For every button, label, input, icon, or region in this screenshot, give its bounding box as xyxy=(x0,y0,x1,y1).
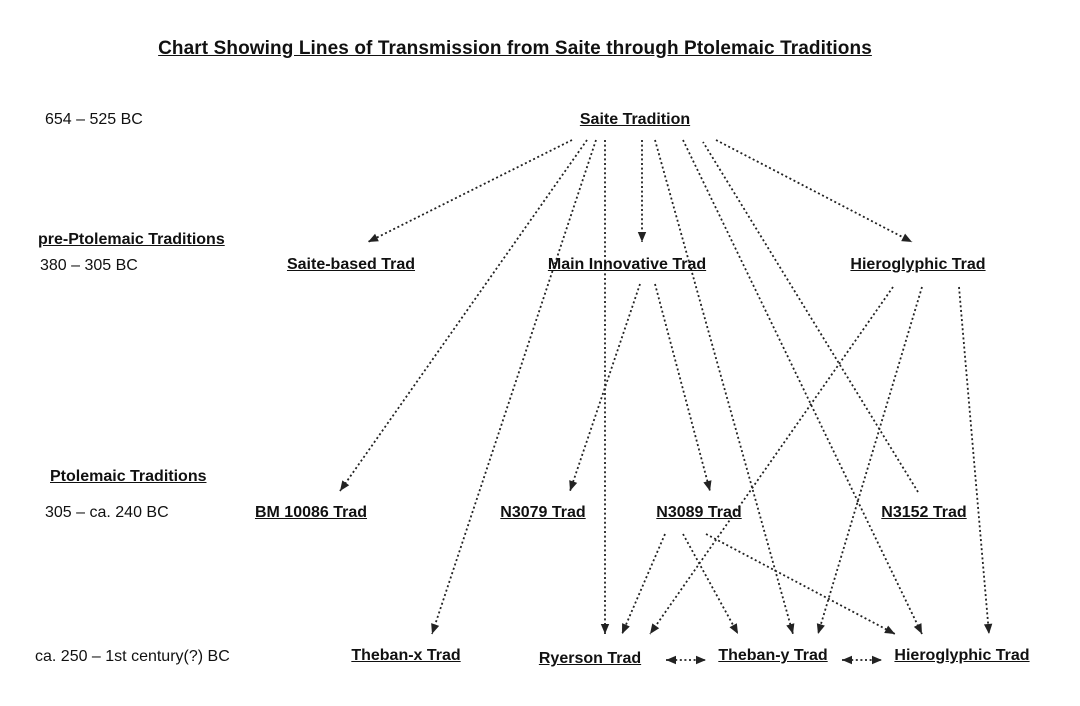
arrow-saite-to-hieroglyphic-late xyxy=(682,139,923,635)
node-ryerson-trad: Ryerson Trad xyxy=(538,650,642,667)
node-saite-tradition: Saite Tradition xyxy=(579,111,691,128)
node-bm10086-trad: BM 10086 Trad xyxy=(254,504,368,521)
arrow-saite-to-saite-based-head xyxy=(368,233,379,242)
arrow-ryerson-to-theban-y-tail-head xyxy=(666,655,676,665)
node-hieroglyphic-trad-pre: Hieroglyphic Trad xyxy=(850,256,986,273)
node-n3079-trad: N3079 Trad xyxy=(500,504,586,521)
arrow-n3152-to-saite xyxy=(702,141,919,493)
arrow-saite-to-theban-y xyxy=(654,139,794,635)
group-label-pre-ptolemaic: pre-Ptolemaic Traditions xyxy=(38,231,225,248)
arrow-n3089-to-hieroglyphic-late-head xyxy=(884,625,895,634)
node-main-innovative-trad: Main Innovative Trad xyxy=(547,256,707,273)
arrow-n3089-to-ryerson xyxy=(621,533,666,635)
arrow-hieroglyphic-pre-to-ryerson xyxy=(649,286,894,635)
arrow-hieroglyphic-pre-to-theban-y-head xyxy=(816,623,825,634)
period-pre-ptolemaic: 380 – 305 BC xyxy=(40,257,138,274)
arrow-saite-to-theban-y-head xyxy=(786,623,795,634)
arrow-theban-y-to-hieroglyphic-late-tail-head xyxy=(842,655,852,665)
arrow-saite-to-hieroglyphic-pre-head xyxy=(901,233,912,242)
arrow-n3089-to-theban-y xyxy=(682,533,739,635)
arrow-main-innovative-to-n3089-head xyxy=(703,480,712,491)
arrow-saite-to-theban-x-head xyxy=(431,623,440,634)
node-saite-based-trad: Saite-based Trad xyxy=(286,256,416,273)
arrow-main-innovative-to-n3079-head xyxy=(569,480,578,491)
period-late: ca. 250 – 1st century(?) BC xyxy=(35,648,230,665)
arrow-hieroglyphic-pre-to-hieroglyphic-late xyxy=(958,286,990,635)
arrow-n3089-to-theban-y-head xyxy=(729,623,738,634)
arrow-ryerson-to-theban-y-head xyxy=(696,655,706,665)
arrow-hieroglyphic-pre-to-theban-y xyxy=(817,286,923,635)
node-n3089-trad: N3089 Trad xyxy=(656,504,742,521)
arrow-main-innovative-to-n3089 xyxy=(654,283,711,492)
period-saite: 654 – 525 BC xyxy=(45,111,143,128)
group-label-ptolemaic: Ptolemaic Traditions xyxy=(50,468,207,485)
chart-title: Chart Showing Lines of Transmission from… xyxy=(158,38,872,59)
node-theban-y-trad: Theban-y Trad xyxy=(718,647,828,664)
arrow-n3089-to-hieroglyphic-late xyxy=(705,533,896,635)
arrow-saite-to-bm10086 xyxy=(339,139,588,492)
arrow-saite-to-hieroglyphic-late-head xyxy=(913,623,922,634)
arrow-saite-to-hieroglyphic-pre xyxy=(715,139,913,243)
arrow-saite-to-bm10086-head xyxy=(340,480,350,491)
arrow-saite-to-saite-based xyxy=(367,139,573,243)
period-ptolemaic: 305 – ca. 240 BC xyxy=(45,504,169,521)
arrow-n3089-to-ryerson-head xyxy=(622,623,630,634)
arrow-saite-to-main-innovative-head xyxy=(637,232,647,242)
node-n3152-trad: N3152 Trad xyxy=(881,504,967,521)
node-hieroglyphic-trad-late: Hieroglyphic Trad xyxy=(894,647,1030,664)
arrow-saite-to-ryerson-head xyxy=(600,624,610,634)
arrow-hieroglyphic-pre-to-hieroglyphic-late-head xyxy=(983,623,993,634)
arrow-theban-y-to-hieroglyphic-late-head xyxy=(872,655,882,665)
arrow-hieroglyphic-pre-to-ryerson-head xyxy=(650,623,660,634)
arrow-saite-to-theban-x xyxy=(431,139,597,635)
node-theban-x-trad: Theban-x Trad xyxy=(351,647,461,664)
